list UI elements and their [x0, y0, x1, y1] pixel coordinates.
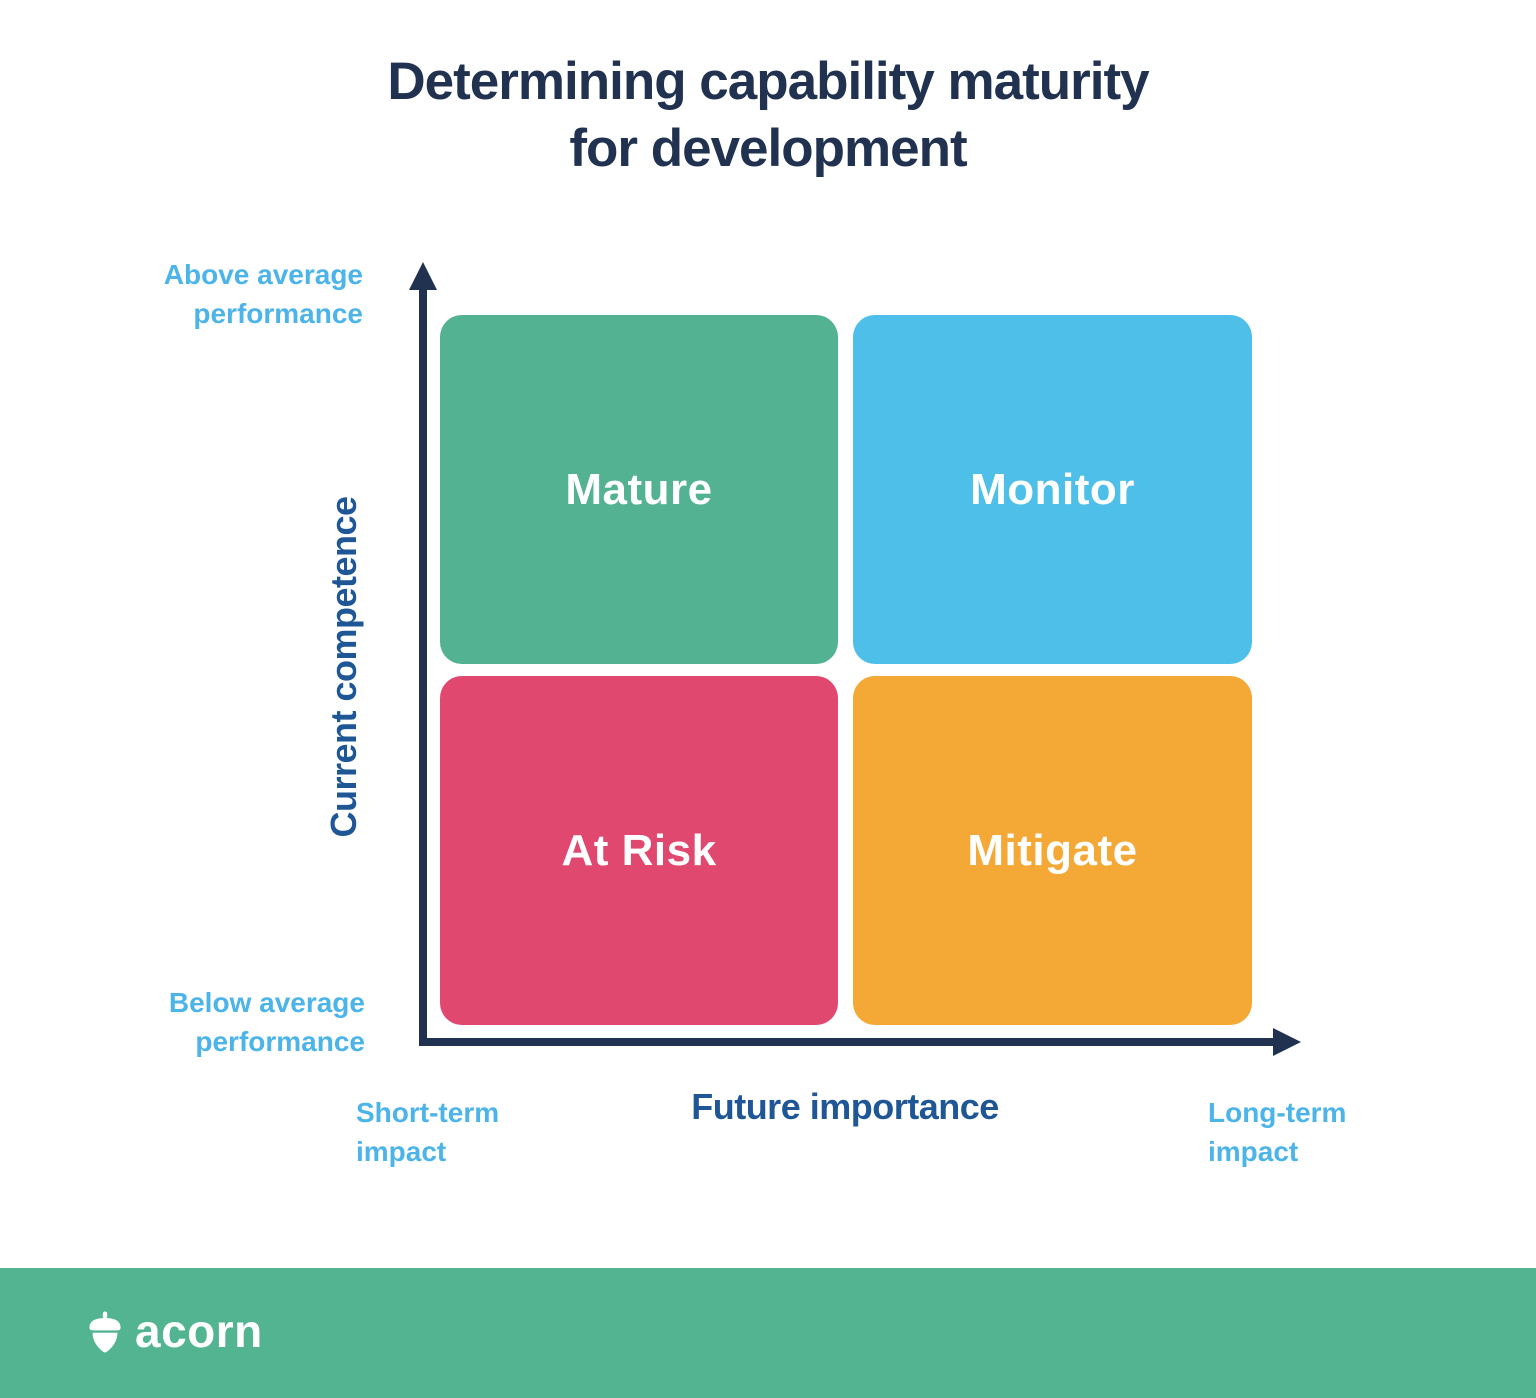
- y-axis-top-label: Above average performance: [163, 259, 363, 329]
- quadrant-monitor-label: Monitor: [970, 464, 1135, 514]
- footer-bar: acorn: [0, 1268, 1536, 1398]
- quadrant-mitigate: Mitigate: [853, 676, 1252, 1025]
- x-axis-line: [419, 1038, 1275, 1046]
- y-axis-bottom-label: Below average performance: [168, 987, 365, 1057]
- x-axis-arrowhead-icon: [1273, 1028, 1301, 1056]
- brand-logo: acorn: [88, 1308, 263, 1358]
- quadrant-monitor: Monitor: [853, 315, 1252, 664]
- quadrant-at-risk-label: At Risk: [561, 825, 717, 875]
- page-title: Determining capability maturity for deve…: [387, 52, 1149, 179]
- quadrant-mitigate-label: Mitigate: [967, 825, 1138, 875]
- x-axis-left-label: Short-term impact: [356, 1097, 500, 1167]
- quadrant-at-risk: At Risk: [440, 676, 838, 1025]
- x-axis-title: Future importance: [691, 1086, 999, 1127]
- acorn-icon: [88, 1311, 122, 1355]
- quadrant-mature: Mature: [440, 315, 838, 664]
- y-axis-title: Current competence: [323, 496, 364, 838]
- y-axis-line: [419, 284, 427, 1046]
- x-axis-right-label: Long-term impact: [1208, 1097, 1347, 1167]
- brand-name: acorn: [135, 1305, 263, 1357]
- quadrant-mature-label: Mature: [565, 464, 713, 514]
